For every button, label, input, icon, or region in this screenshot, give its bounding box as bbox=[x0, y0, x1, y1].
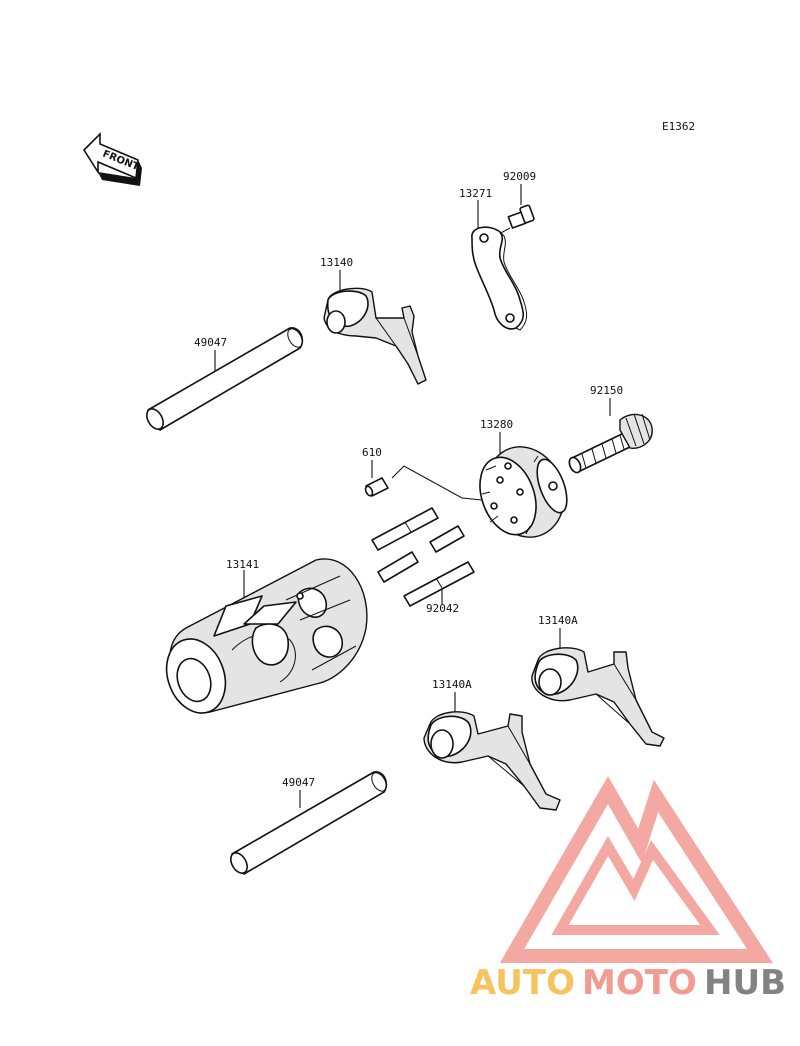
shift-fork-13140A-left bbox=[423, 692, 561, 811]
part-label: 13140 bbox=[320, 256, 353, 269]
part-label: 92009 bbox=[503, 170, 536, 183]
logo-text-moto: MOTO bbox=[582, 963, 697, 1003]
shift-fork-13140A-right bbox=[531, 628, 665, 747]
bolt-92009 bbox=[494, 184, 535, 237]
part-label: 49047 bbox=[194, 336, 227, 349]
bolt-92150 bbox=[568, 398, 653, 474]
logo-triangle-icon bbox=[499, 775, 773, 963]
part-label: 92042 bbox=[426, 602, 459, 615]
part-label: 610 bbox=[362, 446, 382, 459]
shaft-49047-bottom bbox=[230, 771, 388, 875]
part-label: 13271 bbox=[459, 187, 492, 200]
logo-text-auto: AUTO bbox=[470, 963, 575, 1003]
shaft-49047-top bbox=[146, 327, 304, 431]
shift-drum-cam-13280 bbox=[479, 432, 568, 538]
front-arrow-icon: FRONT bbox=[82, 132, 142, 186]
part-label: 13140A bbox=[538, 614, 578, 627]
part-label: 49047 bbox=[282, 776, 315, 789]
part-label: 13140A bbox=[432, 678, 472, 691]
diagram-code: E1362 bbox=[662, 120, 695, 133]
pins-92042 bbox=[371, 507, 475, 607]
part-label: 13141 bbox=[226, 558, 259, 571]
part-label: 13280 bbox=[480, 418, 513, 431]
pin-610 bbox=[364, 460, 483, 501]
part-label: 92150 bbox=[590, 384, 623, 397]
shift-drum-13141 bbox=[165, 558, 368, 714]
logo-text-hub: HUB bbox=[704, 963, 786, 1003]
plate-13271 bbox=[471, 200, 528, 331]
shift-fork-13140 bbox=[323, 270, 427, 385]
watermark-logo: AUTO MOTO HUB bbox=[470, 775, 786, 1003]
